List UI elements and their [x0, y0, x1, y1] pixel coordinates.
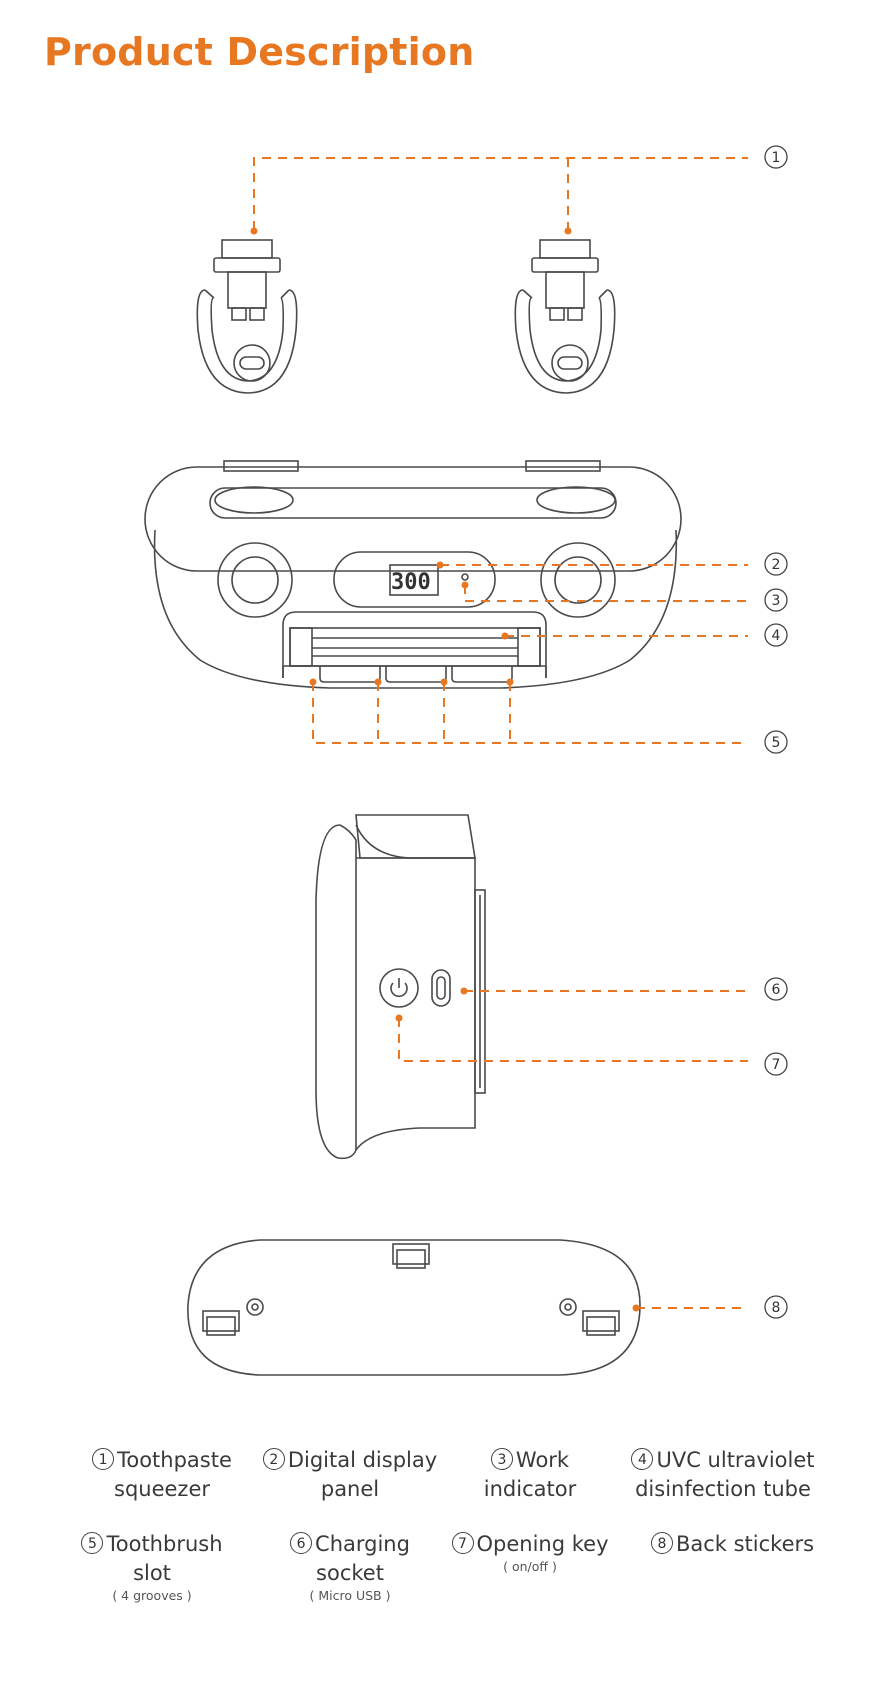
back-view: [187, 1239, 641, 1376]
callout-6: 6: [764, 977, 788, 1001]
front-view: 300: [144, 460, 682, 689]
callout-2: 2: [764, 552, 788, 576]
svg-text:3: 3: [772, 593, 781, 609]
display-digits: 300: [391, 570, 431, 595]
page-title: Product Description: [44, 30, 475, 74]
toothpaste-squeezer-left: [196, 239, 298, 394]
side-view: [315, 814, 486, 1160]
toothpaste-squeezer-right: [514, 239, 616, 394]
svg-text:7: 7: [772, 1057, 781, 1073]
callout-8: 8: [764, 1295, 788, 1319]
callout-7: 7: [764, 1052, 788, 1076]
svg-text:1: 1: [772, 150, 781, 166]
callout-4: 4: [764, 623, 788, 647]
svg-text:2: 2: [772, 557, 781, 573]
callout-3: 3: [764, 588, 788, 612]
svg-text:5: 5: [772, 735, 781, 751]
svg-text:6: 6: [772, 982, 781, 998]
svg-text:8: 8: [772, 1300, 781, 1316]
svg-text:4: 4: [772, 628, 781, 644]
callout-1: 1: [764, 145, 788, 169]
leader-lines: [250, 157, 748, 1312]
callout-5: 5: [764, 730, 788, 754]
